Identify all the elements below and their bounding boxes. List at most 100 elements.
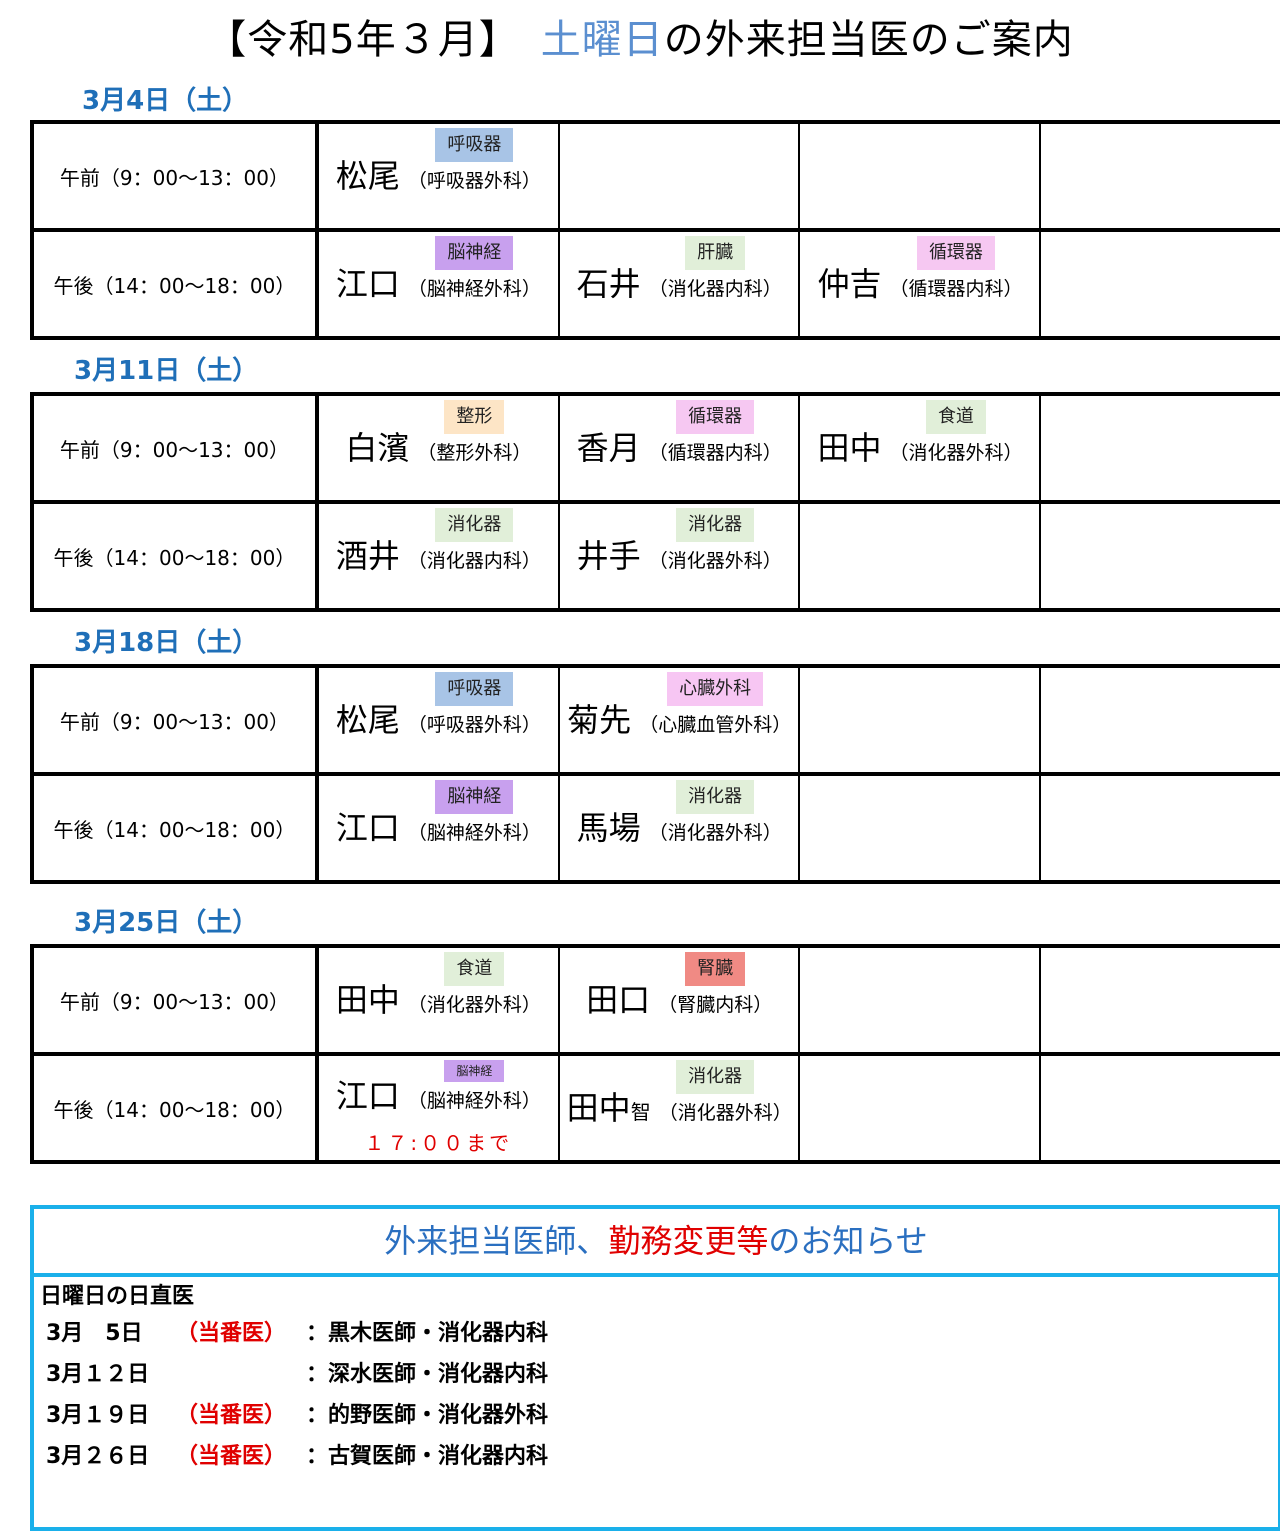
doctor-name: 田口 [586,981,651,1019]
doctor-line: 松尾 （呼吸器外科） [336,156,541,202]
doctor-name: 江口 [335,809,400,847]
duty-row: 3月１９日 （当番医） ：的野医師・消化器外科 [40,1395,1272,1436]
doctor-cell: 消化器酒井（消化器内科） [315,500,560,611]
duty-doctor: ：黒木医師・消化器内科 [306,1321,549,1346]
time-note: １７:００まで [364,1131,513,1155]
schedule-table: 午前（9：00～13：00） 呼吸器松尾 （呼吸器外科） 午後（14：00～18：00… [30,120,1280,340]
doctor-line: 菊先（心臓血管外科） [567,700,791,746]
schedule-row: 午後（14：00～18：00）脳神経江口（脳神経外科）１７:００まで消化器田中智… [31,1052,1280,1163]
department: （心臓血管外科） [639,714,792,736]
specialty-tag: 消化器 [676,780,755,814]
duty-doctor: ：古賀医師・消化器内科 [306,1444,549,1469]
schedule-row: 午前（9：00～13：00） 呼吸器松尾 （呼吸器外科） [31,121,1280,231]
notice-box: 外来担当医師、勤務変更等のお知らせ 日曜日の日直医 3月 5日（当番医）：黒木医… [30,1205,1280,1531]
doctor-cell: 脳神経江口 （脳神経外科） [315,772,560,883]
doctor-name: 田中 [817,429,882,467]
department: （消化器外科） [889,442,1023,464]
specialty-tag: 肝臓 [685,236,746,270]
notice-title-post: のお知らせ [768,1222,928,1260]
specialty-tag: 脳神経 [435,236,514,270]
duty-row: 3月 5日（当番医）：黒木医師・消化器内科 [40,1313,1272,1354]
title-highlight: 土曜日 [540,17,664,63]
duty-row: 3月２６日 （当番医） ：古賀医師・消化器内科 [40,1436,1272,1477]
specialty-tag: 呼吸器 [435,672,514,706]
specialty-tag: 心臓外科 [667,672,764,706]
doctor-cell [1039,500,1280,611]
time-slot: 午後（14：00～18：00） [31,228,319,339]
doctor-name: 江口 [335,1077,400,1115]
doctor-line: 白濱 （整形外科） [345,428,531,474]
department: （消化器外科） [648,822,782,844]
specialty-tag: 循環器 [916,236,995,270]
doctor-cell: 脳神経江口（脳神経外科） [315,228,560,339]
duty-date: 3月 5日 [46,1321,143,1346]
doctor-name: 石井 [576,265,641,303]
department: （脳神経外科） [407,822,541,844]
schedule-table: 午前（9：00～13：00）呼吸器松尾（呼吸器外科）心臓外科菊先（心臓血管外科）… [30,664,1280,884]
doctor-name: 井手 [576,537,641,575]
doctor-cell [798,945,1042,1055]
department: （呼吸器外科） [407,170,541,192]
date-heading: 3月25日（土） [74,908,259,938]
doctor-cell: 呼吸器松尾 （呼吸器外科） [315,665,560,775]
doctor-cell: 循環器仲吉（循環器内科） [798,228,1042,339]
duty-date: 3月２６日 [46,1444,150,1469]
doctor-line: 江口（脳神経外科） [336,1076,541,1122]
doctor-cell: 消化器馬場（消化器外科） [557,772,801,883]
page-title: 【令和5年３月】 土曜日の外来担当医のご案内 [0,12,1280,68]
duty-badge: （当番医） [176,1444,287,1469]
doctor-cell [1039,228,1280,339]
date-heading: 3月18日（土） [74,628,259,658]
duty-badge [176,1354,306,1395]
doctor-cell [1039,121,1280,231]
doctor-cell [1039,665,1280,775]
specialty-tag: 整形 [444,400,505,434]
schedule-row: 午前（9：00～13：00）食道田中（消化器外科）腎臓田口（腎臓内科） [31,945,1280,1055]
doctor-name: 酒井 [335,537,400,575]
time-slot: 午後（14：00～18：00） [31,500,319,611]
doctor-cell [798,121,1042,231]
duty-date: 3月１２日 [46,1362,150,1387]
notice-title-pre: 外来担当医師、 [384,1222,609,1260]
doctor-name: 松尾 [335,157,400,195]
schedule-row: 午前（9：00～13：00）呼吸器松尾（呼吸器外科）心臓外科菊先（心臓血管外科） [31,665,1280,775]
schedule-row: 午後（14：00～18：00） 脳神経江口 （脳神経外科） 消化器馬場（消化器外科） [31,772,1280,883]
specialty-tag: 呼吸器 [435,128,514,162]
doctor-name: 松尾 [335,701,400,739]
doctor-line: 江口（脳神経外科） [336,264,541,310]
time-slot: 午後（14：00～18：00） [31,1052,319,1163]
specialty-tag: 消化器 [435,508,514,542]
specialty-tag: 脳神経 [435,780,514,814]
schedule-row: 午前（9：00～13：00）整形白濱（整形外科）循環器香月（循環器内科）食道田中… [31,393,1280,503]
title-suffix: の外来担当医のご案内 [663,17,1074,63]
doctor-cell [1039,1052,1280,1163]
doctor-name: 田中 [566,1089,631,1127]
duty-badge: （当番医） [176,1403,287,1428]
specialty-tag: 脳神経 [444,1060,505,1082]
doctor-cell: 消化器井手（消化器外科） [557,500,801,611]
schedule-table: 午前（9：00～13：00）食道田中（消化器外科）腎臓田口（腎臓内科）午後（14… [30,944,1280,1164]
duty-doctor: ：的野医師・消化器外科 [306,1403,549,1428]
doctor-cell: 食道田中（消化器外科） [798,393,1042,503]
schedule-row: 午後（14：00～18：00）消化器酒井（消化器内科）消化器井手（消化器外科） [31,500,1280,611]
doctor-name: 香月 [576,429,641,467]
doctor-cell [1039,393,1280,503]
schedule-table: 午前（9：00～13：00）整形白濱（整形外科）循環器香月（循環器内科）食道田中… [30,392,1280,612]
specialty-tag: 消化器 [676,1060,755,1094]
doctor-cell: 消化器田中智（消化器外科） [557,1052,801,1163]
doctor-cell [798,772,1042,883]
department: （呼吸器外科） [407,714,541,736]
time-slot: 午前（9：00～13：00） [31,393,319,503]
notice-title-red: 勤務変更等 [608,1222,769,1260]
department: （消化器内科） [648,278,782,300]
department: （消化器外科） [407,994,541,1016]
duty-date: 3月１９日 [46,1403,150,1428]
doctor-line: 田口（腎臓内科） [586,980,772,1026]
time-slot: 午前（9：00～13：00） [31,121,319,231]
department: （整形外科） [417,442,532,464]
doctor-name: 白濱 [345,429,410,467]
specialty-tag: 食道 [444,952,505,986]
title-prefix: 【令和5年３月】 [206,17,541,63]
time-slot: 午後（14：00～18：00） [31,772,319,883]
